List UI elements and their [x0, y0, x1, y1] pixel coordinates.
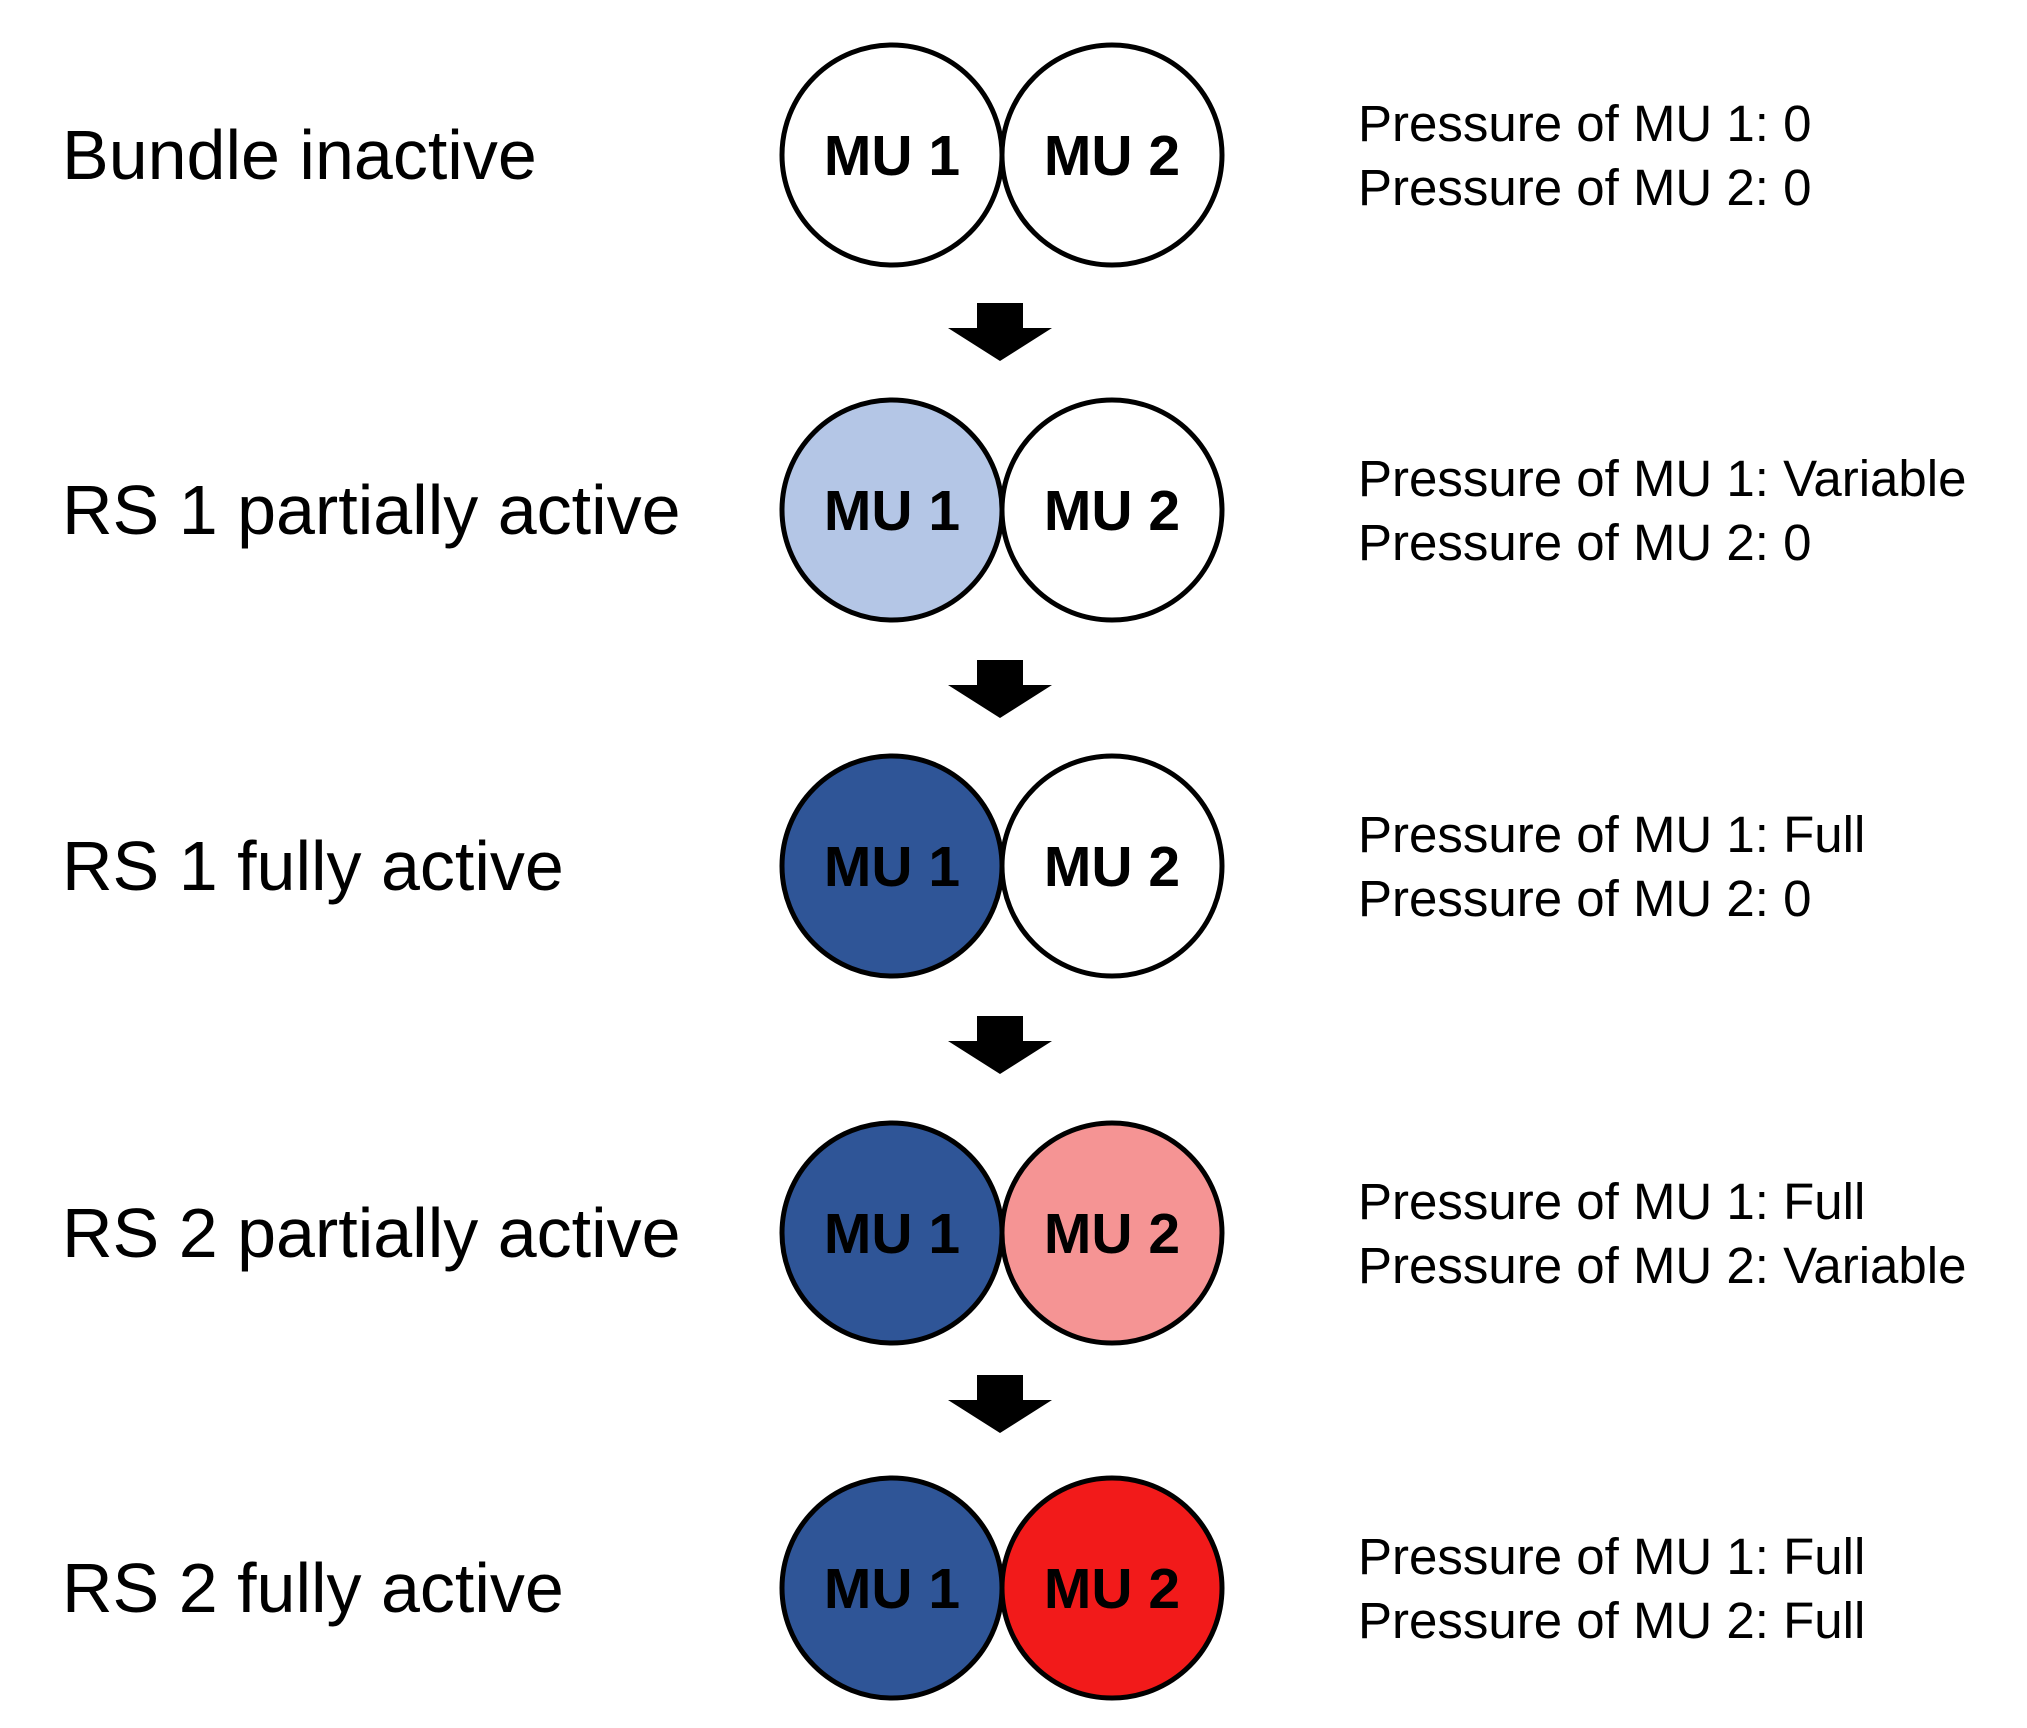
- mu2-label: MU 2: [1044, 479, 1180, 543]
- pressure-line: Pressure of MU 1: Full: [1358, 806, 1865, 863]
- mu1-label: MU 1: [824, 835, 960, 899]
- stage-row: RS 1 partially active MU 1 MU 2 Pressure of…: [62, 397, 1966, 623]
- mu2-circle: [999, 1475, 1225, 1701]
- stage-label: RS 1 partially active: [62, 471, 681, 549]
- pressure-line: Pressure of MU 2: Full: [1358, 1592, 1865, 1649]
- down-arrow-icon: [948, 660, 1052, 718]
- mu2-circle: [999, 753, 1225, 979]
- mu1-label: MU 1: [824, 1202, 960, 1266]
- stage-label: RS 2 fully active: [62, 1549, 564, 1627]
- pressure-line: Pressure of MU 2: 0: [1358, 870, 1812, 927]
- mu2-circle: [999, 1120, 1225, 1346]
- mu2-circle: [999, 42, 1225, 268]
- pressure-line: Pressure of MU 2: 0: [1358, 159, 1812, 216]
- mu2-label: MU 2: [1044, 124, 1180, 188]
- pressure-line: Pressure of MU 1: Variable: [1358, 450, 1966, 507]
- mu1-label: MU 1: [824, 479, 960, 543]
- mu1-label: MU 1: [824, 1557, 960, 1621]
- pressure-line: Pressure of MU 1: 0: [1358, 95, 1812, 152]
- stage-row: Bundle inactive MU 1 MU 2 Pressure of MU 1:…: [62, 42, 1812, 268]
- pressure-line: Pressure of MU 2: 0: [1358, 514, 1812, 571]
- stage-row: RS 1 fully active MU 1 MU 2 Pressure of MU …: [62, 753, 1865, 979]
- pressure-line: Pressure of MU 2: Variable: [1358, 1237, 1966, 1294]
- stage-label: Bundle inactive: [62, 116, 537, 194]
- stage-row: RS 2 partially active MU 1 MU 2 Pressure of…: [62, 1120, 1966, 1346]
- mu2-circle: [999, 397, 1225, 623]
- mu2-label: MU 2: [1044, 1202, 1180, 1266]
- mu2-label: MU 2: [1044, 835, 1180, 899]
- stage-row: RS 2 fully active MU 1 MU 2 Pressure of MU …: [62, 1475, 1865, 1701]
- mu1-label: MU 1: [824, 124, 960, 188]
- stage-label: RS 2 partially active: [62, 1194, 681, 1272]
- pressure-line: Pressure of MU 1: Full: [1358, 1528, 1865, 1585]
- stage-label: RS 1 fully active: [62, 827, 564, 905]
- pressure-line: Pressure of MU 1: Full: [1358, 1173, 1865, 1230]
- down-arrow-icon: [948, 1016, 1052, 1074]
- down-arrow-icon: [948, 1375, 1052, 1433]
- mu2-label: MU 2: [1044, 1557, 1180, 1621]
- down-arrow-icon: [948, 303, 1052, 361]
